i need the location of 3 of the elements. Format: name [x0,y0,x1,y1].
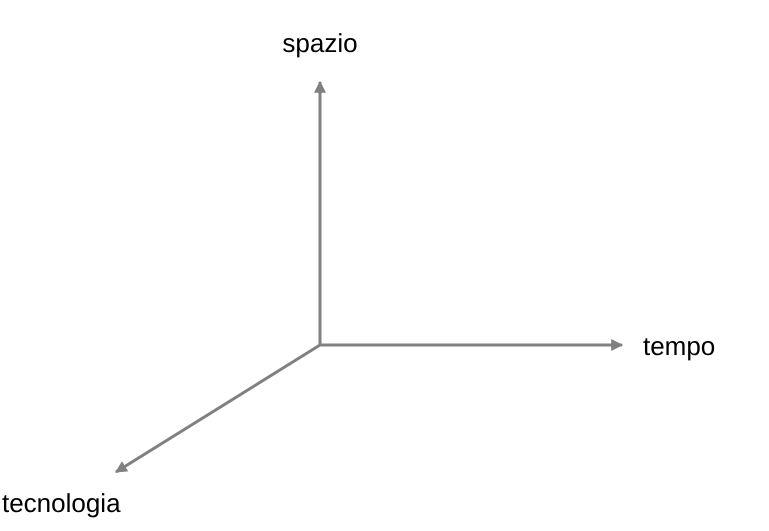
axis-label: tecnologia [2,490,121,516]
axis-label: spazio [282,30,358,56]
axis-label: tempo [643,333,716,359]
